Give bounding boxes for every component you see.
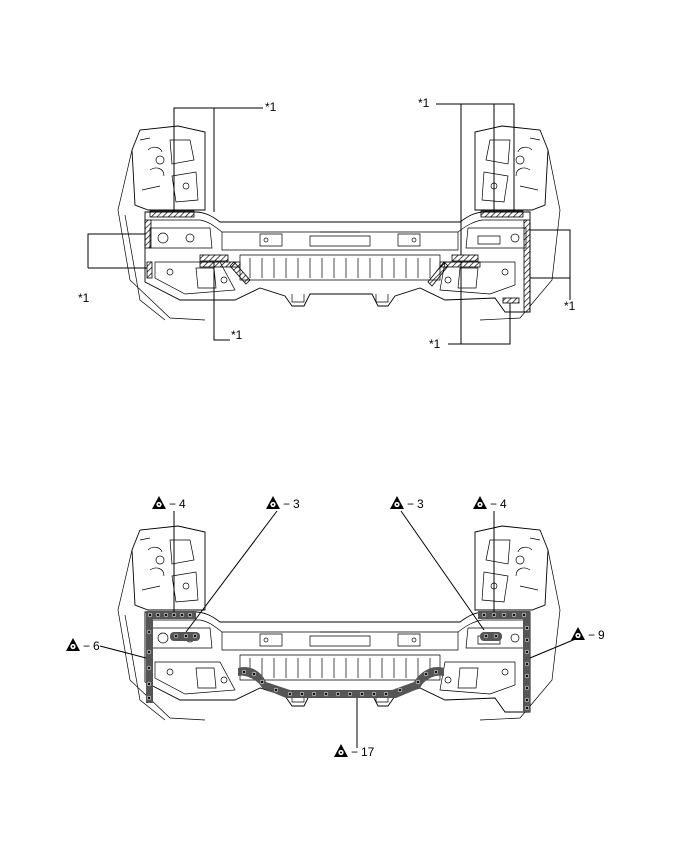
spot-weld-icon bbox=[390, 496, 404, 509]
bottom-diagram: − 4 − 3 − 3 − 4 − 6 − 9 − bbox=[66, 496, 605, 759]
weld-separator: − bbox=[83, 639, 90, 653]
spot-weld-icon bbox=[66, 638, 80, 651]
spot-weld-icon bbox=[571, 627, 585, 640]
weld-dots bbox=[146, 612, 530, 711]
top-diagram: *1 *1 *1 *1 *1 *1 bbox=[78, 96, 576, 351]
bottom-leader-lines bbox=[99, 510, 579, 748]
spot-weld-icon bbox=[334, 744, 348, 757]
weld-separator: − bbox=[490, 497, 497, 511]
weld-label-b17: − 17 bbox=[334, 744, 375, 759]
weld-label-l6: − 6 bbox=[66, 638, 100, 653]
weld-separator: − bbox=[169, 497, 176, 511]
weld-count: 17 bbox=[361, 745, 375, 759]
weld-label-tr4: − 4 bbox=[473, 496, 507, 511]
weld-label-tl3: − 3 bbox=[266, 496, 300, 511]
top-leader-lines bbox=[87, 103, 571, 345]
weld-count: 4 bbox=[500, 497, 507, 511]
weld-count: 4 bbox=[179, 497, 186, 511]
weld-count: 6 bbox=[93, 639, 100, 653]
weld-label-tl4: − 4 bbox=[152, 496, 186, 511]
spot-weld-icon bbox=[152, 496, 166, 509]
weld-label-tr3: − 3 bbox=[390, 496, 424, 511]
weld-count: 3 bbox=[417, 497, 424, 511]
weld-separator: − bbox=[283, 497, 290, 511]
callout-label: *1 bbox=[231, 328, 243, 342]
weld-separator: − bbox=[588, 628, 595, 642]
spot-weld-icon bbox=[266, 496, 280, 509]
weld-count: 9 bbox=[598, 628, 605, 642]
callout-label: *1 bbox=[429, 337, 441, 351]
callout-label: *1 bbox=[418, 96, 430, 110]
weld-separator: − bbox=[407, 497, 414, 511]
callout-label: *1 bbox=[265, 100, 277, 114]
callout-label: *1 bbox=[564, 299, 576, 313]
weld-separator: − bbox=[351, 745, 358, 759]
spot-weld-icon bbox=[473, 496, 487, 509]
callout-label: *1 bbox=[78, 291, 90, 305]
weld-count: 3 bbox=[293, 497, 300, 511]
sealer-areas bbox=[144, 210, 531, 313]
weld-label-r9: − 9 bbox=[571, 627, 605, 642]
top-callouts: *1 *1 *1 *1 *1 *1 bbox=[78, 96, 576, 351]
